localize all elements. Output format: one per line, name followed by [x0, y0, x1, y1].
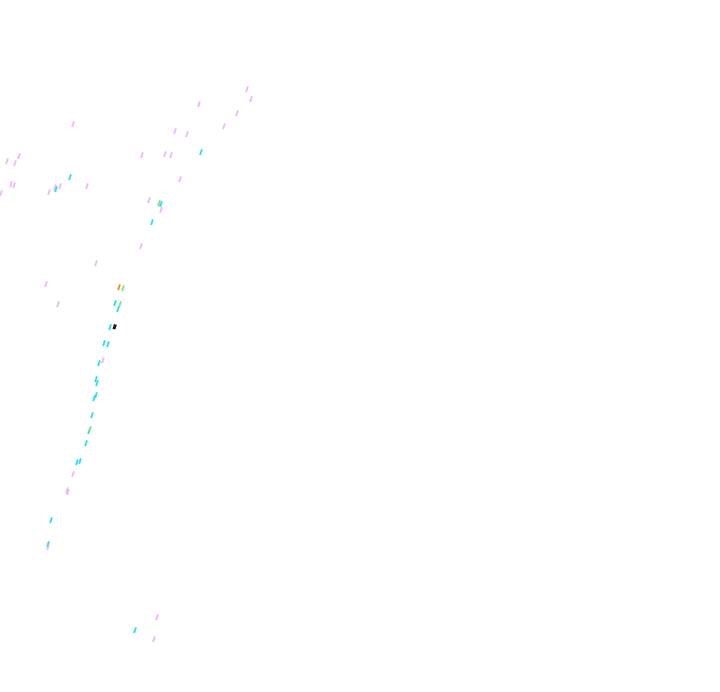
- speckle-magenta: [197, 100, 201, 108]
- speckle-magenta: [222, 122, 226, 130]
- speckle-cyan: [78, 458, 82, 465]
- speckle-cyan: [106, 341, 110, 348]
- speckle-magenta: [17, 153, 21, 160]
- speckle-cyan: [54, 185, 58, 193]
- speckle-magenta: [163, 151, 167, 158]
- speckle-magenta: [58, 183, 62, 190]
- speckle-black: [112, 324, 117, 330]
- speckle-magenta: [56, 300, 60, 308]
- speckle-magenta: [9, 181, 13, 188]
- speckle-green: [88, 426, 92, 433]
- speckle-magenta: [147, 196, 151, 204]
- speckle-magenta: [85, 183, 89, 190]
- speckle-magenta: [65, 486, 69, 494]
- speckle-cyan: [84, 440, 88, 447]
- speckle-magenta: [53, 184, 57, 191]
- speckle-cyan: [94, 392, 98, 399]
- speckle-magenta: [249, 96, 253, 103]
- speckle-magenta: [66, 489, 70, 496]
- speckle-magenta: [139, 243, 143, 250]
- speckle-magenta: [101, 356, 105, 364]
- speckle-cyan: [94, 376, 98, 383]
- speckle-magenta: [140, 152, 144, 159]
- speckle-magenta: [173, 128, 177, 135]
- speckle-magenta: [5, 157, 9, 165]
- speckle-cyan: [68, 173, 72, 181]
- speckle-magenta: [245, 86, 249, 93]
- speckle-cyan: [133, 627, 137, 634]
- speckle-magenta: [159, 207, 163, 214]
- speckle-cyan: [75, 459, 79, 466]
- speckle-magenta: [71, 121, 75, 128]
- speckle-magenta: [46, 544, 50, 551]
- speckle-green: [157, 200, 161, 207]
- speckle-magenta: [71, 470, 75, 478]
- speckle-cyan: [90, 412, 94, 419]
- speckle-cyan: [199, 148, 203, 156]
- speckle-green: [121, 285, 125, 292]
- speckle-cyan: [97, 360, 101, 367]
- speckle-magenta: [94, 260, 98, 267]
- speckle-magenta: [155, 614, 159, 621]
- speckle-magenta: [0, 189, 3, 197]
- speckle-green: [118, 301, 122, 308]
- speckle-magenta: [12, 182, 16, 189]
- speckle-magenta: [185, 130, 189, 138]
- speckle-cyan: [159, 201, 163, 208]
- speckle-magenta: [13, 159, 17, 167]
- speckle-marks: [0, 86, 253, 643]
- speckle-cyan: [150, 218, 154, 226]
- speckle-cyan: [95, 380, 99, 387]
- speckle-magenta: [178, 175, 182, 183]
- speckle-magenta: [47, 189, 51, 196]
- speckle-cyan: [116, 306, 120, 313]
- speckle-magenta: [235, 110, 239, 117]
- speckle-orange: [117, 284, 121, 291]
- speckle-cyan: [113, 300, 117, 307]
- speckle-magenta: [169, 151, 173, 159]
- speckle-cyan: [102, 340, 106, 347]
- speckle-magenta: [44, 280, 48, 288]
- speckle-magenta: [152, 636, 156, 643]
- speckle-cyan: [108, 324, 112, 331]
- speckle-cyan: [49, 517, 53, 524]
